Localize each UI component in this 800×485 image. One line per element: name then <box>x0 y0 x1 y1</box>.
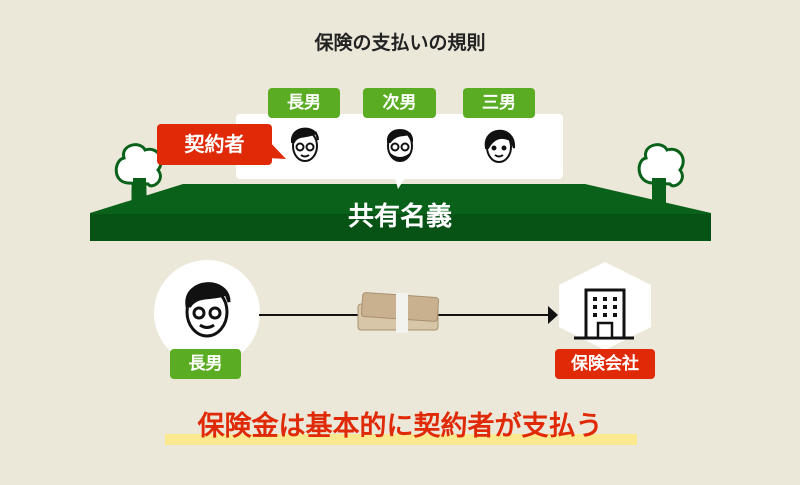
land <box>90 184 711 241</box>
joint-ownership-label: 共有名義 <box>347 202 452 232</box>
owner-label-second: 次男 <box>363 88 436 118</box>
owner-label-third: 三男 <box>463 88 535 118</box>
page-title: 保険の支払いの規則 <box>314 32 486 54</box>
tree-icon <box>114 143 163 202</box>
insurance-company-building-icon <box>559 262 651 350</box>
tree-icon <box>637 143 685 203</box>
highlight-underline <box>165 434 637 445</box>
face-icon-eldest <box>290 127 319 162</box>
face-icon-payer <box>185 282 231 338</box>
money-bundle-icon <box>357 292 440 333</box>
face-icon-second <box>386 129 414 162</box>
payer-label: 長男 <box>170 349 241 379</box>
payee-label: 保険会社 <box>555 349 655 379</box>
owner-label-eldest: 長男 <box>268 88 340 118</box>
conclusion-text: 保険金は基本的に契約者が支払う <box>197 411 603 442</box>
contractor-tail <box>268 140 286 159</box>
face-icon-third <box>484 129 516 163</box>
contractor-badge: 契約者 <box>157 124 272 165</box>
